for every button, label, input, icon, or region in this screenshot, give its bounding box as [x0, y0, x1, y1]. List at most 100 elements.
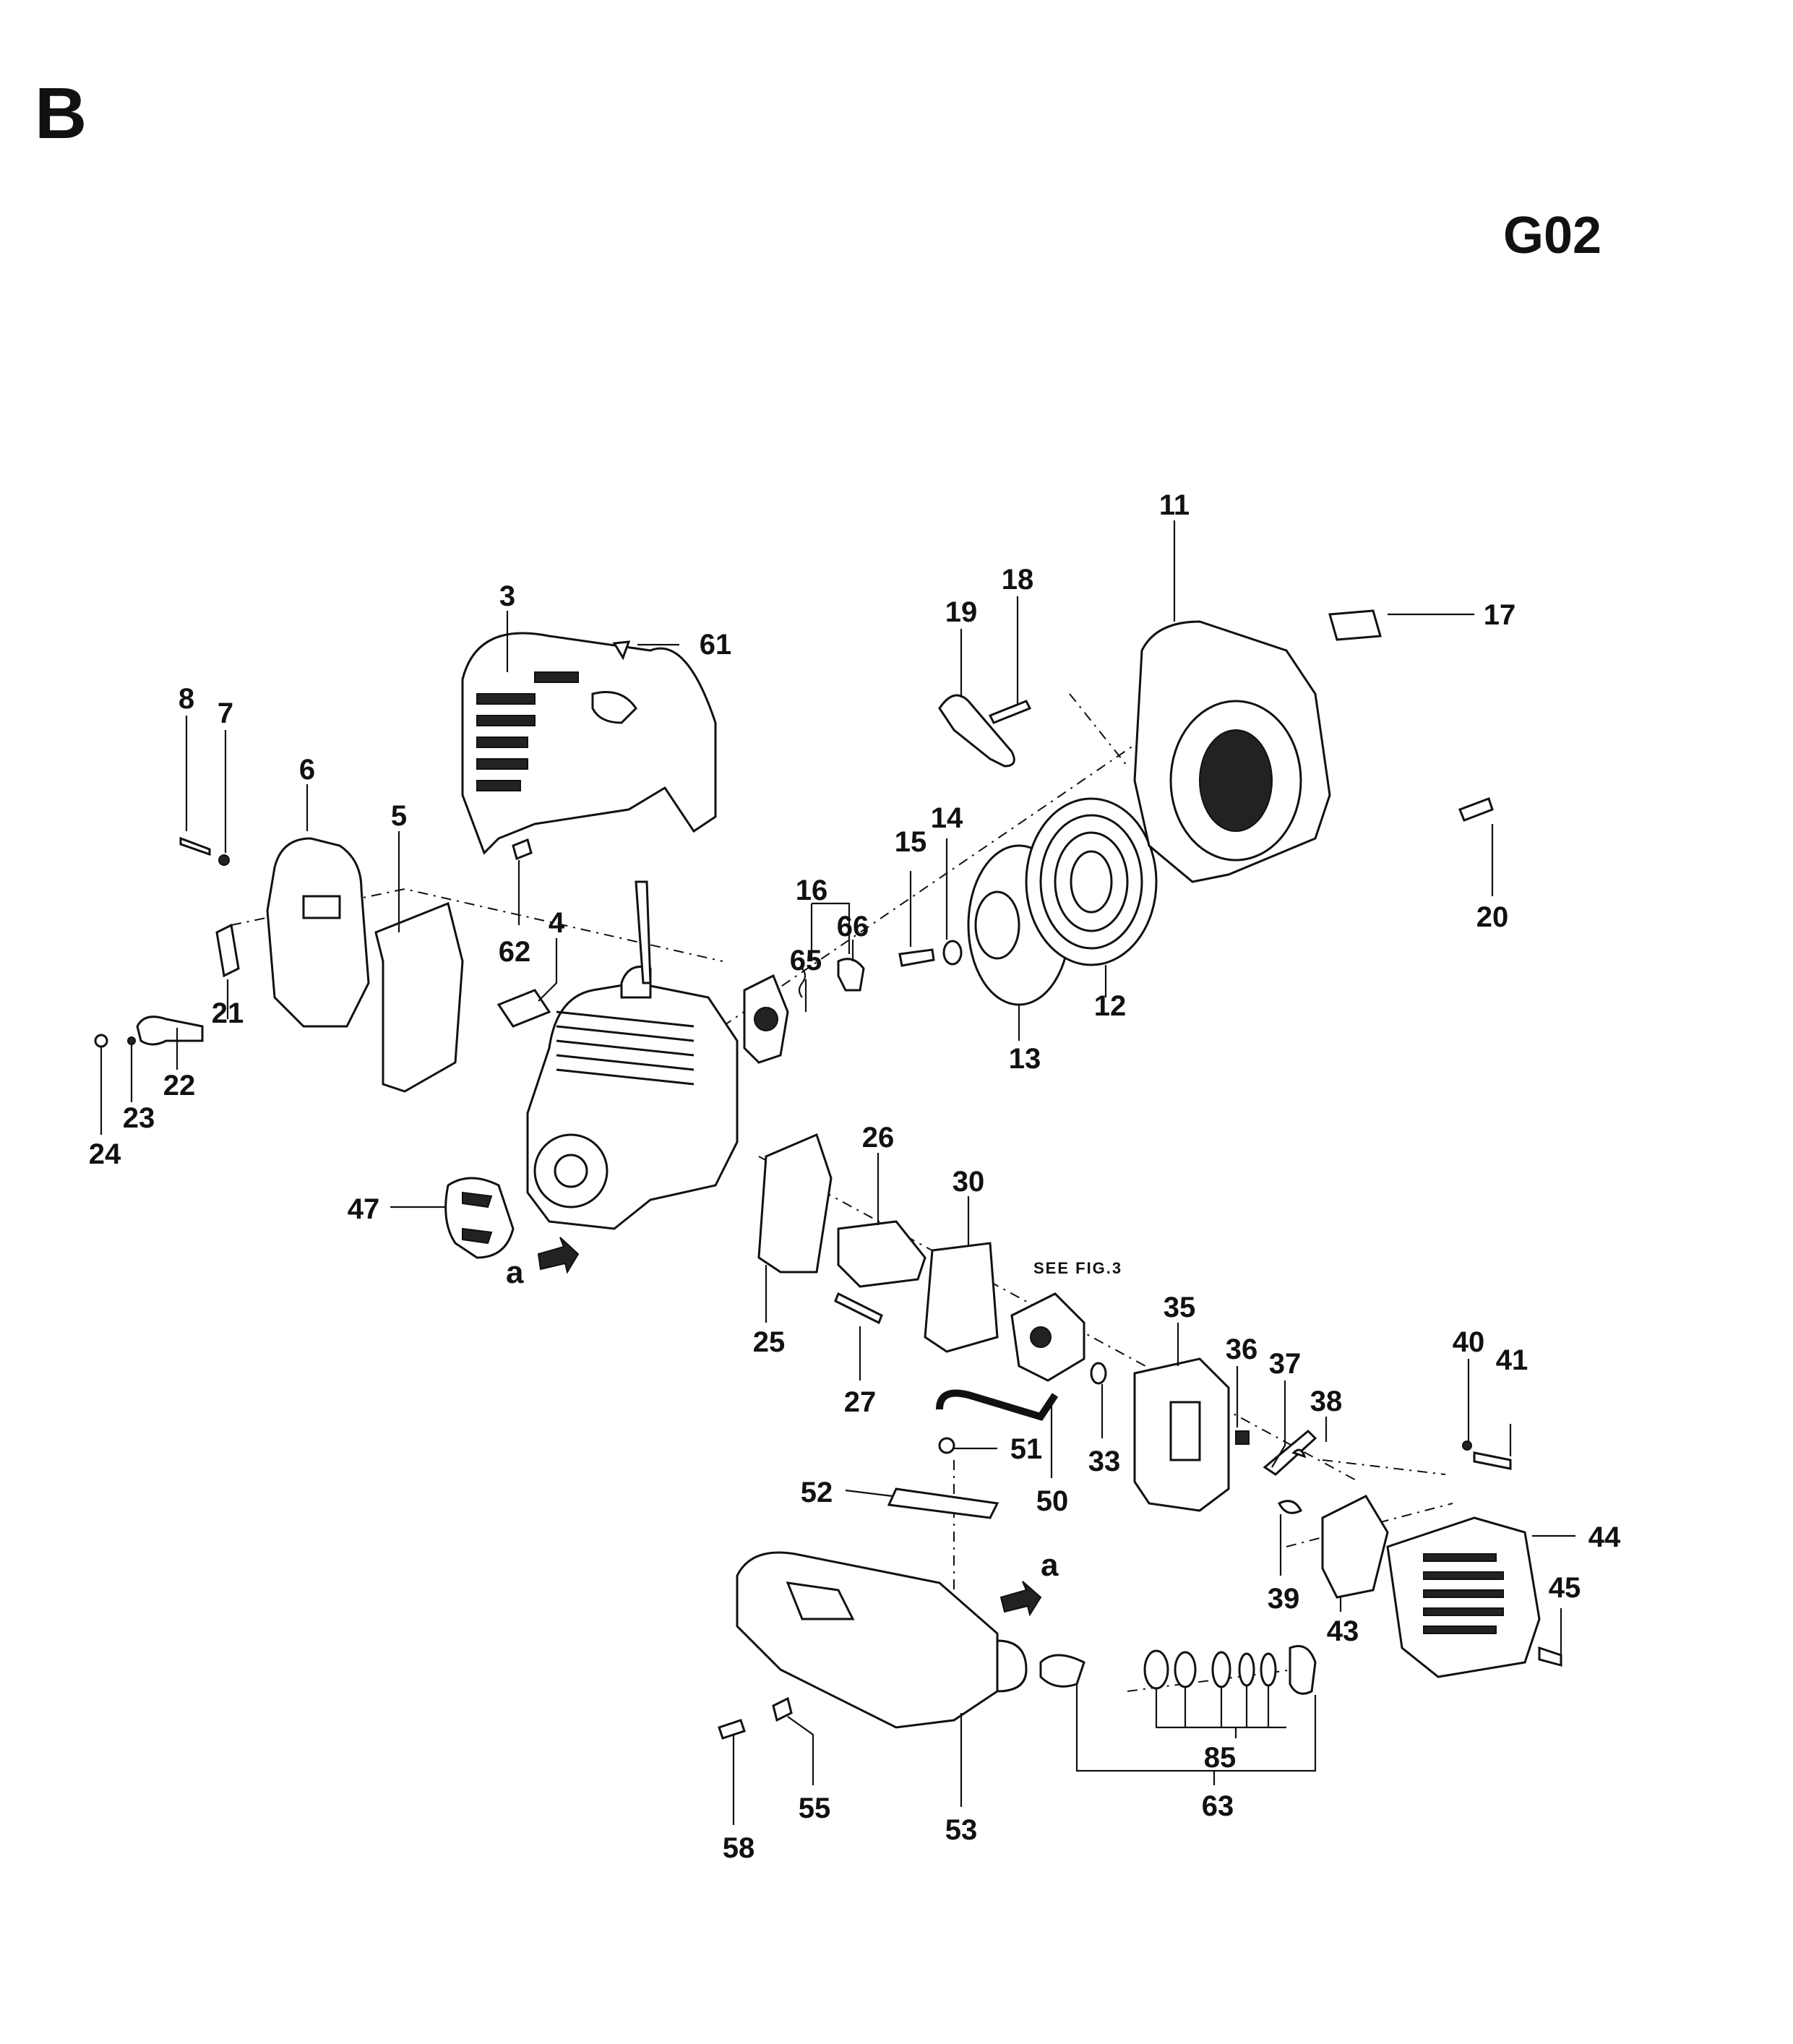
callout-24: 24 [89, 1138, 121, 1170]
callout-55: 55 [799, 1792, 831, 1824]
screw-61 [612, 640, 631, 661]
callout-4: 4 [549, 907, 565, 939]
screw-41 [1473, 1451, 1512, 1470]
starter-handle [938, 694, 1015, 768]
leader-lines [100, 520, 1575, 1825]
starter-rope [988, 700, 1032, 724]
callout-58: 58 [723, 1832, 755, 1864]
washer-14 [942, 940, 963, 966]
air-filter-housing [1133, 1357, 1230, 1512]
screw-62 [512, 838, 533, 861]
callout-65: 65 [790, 945, 822, 976]
axis-line-starter [722, 729, 1157, 1027]
screw-58 [718, 1719, 746, 1740]
callout-43: 43 [1327, 1615, 1359, 1647]
callout-18: 18 [1002, 564, 1034, 596]
arrow-label-a-left: a [506, 1255, 524, 1290]
fuel-tank [736, 1551, 1028, 1729]
arrow-label-a-right: a [1041, 1547, 1059, 1583]
fuel-cap-parts [1143, 1645, 1317, 1695]
callout-25: 25 [753, 1326, 786, 1358]
section-letter: B [35, 73, 87, 154]
callout-37: 37 [1269, 1348, 1302, 1380]
ignition-module [743, 958, 865, 1064]
carburetor [1010, 1292, 1085, 1382]
callout-38: 38 [1310, 1386, 1343, 1417]
cylinder-crankcase [526, 880, 739, 1230]
bolt-27 [834, 1292, 883, 1325]
insulator-gasket [757, 1133, 833, 1274]
spark-arrestor [136, 1015, 204, 1046]
callout-12: 12 [1094, 990, 1127, 1022]
washer-40 [1462, 1440, 1472, 1451]
sheet-code: G02 [1503, 207, 1602, 265]
arrow-a-right [999, 1581, 1042, 1617]
exhaust-deflector [215, 923, 240, 978]
cushion-17 [1328, 609, 1382, 641]
spring-39 [1277, 1500, 1303, 1514]
choke-lever [1263, 1429, 1317, 1476]
callout-52: 52 [801, 1477, 833, 1508]
axis-line-handle [1069, 693, 1128, 767]
washer-7 [218, 854, 230, 866]
callout-61: 61 [700, 629, 732, 661]
callout-15: 15 [895, 826, 927, 858]
callout-85: 85 [1204, 1742, 1237, 1774]
screw-24 [94, 1034, 108, 1048]
callout-66: 66 [837, 911, 869, 942]
clutch [444, 1177, 515, 1259]
carburetor-gasket [924, 1242, 999, 1353]
callout-5: 5 [391, 800, 407, 832]
callout-7: 7 [218, 697, 233, 729]
callout-19: 19 [945, 596, 978, 628]
screw-20 [1458, 797, 1494, 822]
callout-13: 13 [1009, 1043, 1041, 1075]
callout-63: 63 [1202, 1790, 1234, 1822]
callout-6: 6 [299, 754, 315, 786]
fuel-filter [938, 1437, 955, 1454]
callout-35: 35 [1164, 1292, 1196, 1323]
starter-spring [1025, 797, 1158, 966]
nut-36 [1235, 1430, 1250, 1445]
callout-39: 39 [1268, 1583, 1300, 1615]
callout-50: 50 [1036, 1485, 1069, 1517]
callout-62: 62 [499, 936, 531, 968]
callout-30: 30 [953, 1166, 985, 1198]
fuel-line [936, 1389, 1059, 1421]
callout-22: 22 [163, 1070, 196, 1102]
callout-21: 21 [212, 997, 244, 1029]
heat-shield-plate [374, 901, 464, 1093]
callout-3: 3 [499, 580, 515, 612]
arrow-a-left [537, 1237, 580, 1274]
callout-17: 17 [1484, 599, 1516, 631]
callout-33: 33 [1088, 1446, 1121, 1477]
callout-20: 20 [1476, 901, 1509, 933]
o-ring-33 [1090, 1362, 1107, 1385]
axis-line-filter [1286, 1459, 1453, 1547]
callout-27: 27 [844, 1386, 877, 1418]
callout-40: 40 [1453, 1326, 1485, 1358]
callout-8: 8 [179, 683, 194, 715]
callout-53: 53 [945, 1814, 978, 1846]
muffler [266, 837, 370, 1028]
air-filter-cover [1386, 1516, 1541, 1678]
screw-45 [1538, 1646, 1562, 1667]
engine-cover [461, 632, 717, 855]
callout-16: 16 [796, 875, 828, 906]
callout-41: 41 [1496, 1344, 1528, 1376]
callout-51: 51 [1010, 1433, 1043, 1465]
intake-adapter [837, 1220, 926, 1288]
starter-housing [1133, 620, 1331, 883]
tank-bracket [887, 1487, 999, 1519]
see-figure-note: SEE FIG.3 [1033, 1259, 1122, 1277]
grommet-55 [772, 1696, 793, 1722]
muffler-gasket [496, 989, 551, 1028]
callout-14: 14 [931, 802, 963, 834]
callout-44: 44 [1588, 1521, 1621, 1553]
callout-26: 26 [862, 1122, 895, 1154]
screw-15 [898, 948, 935, 967]
screw-8 [179, 836, 211, 856]
callout-47: 47 [348, 1193, 380, 1225]
